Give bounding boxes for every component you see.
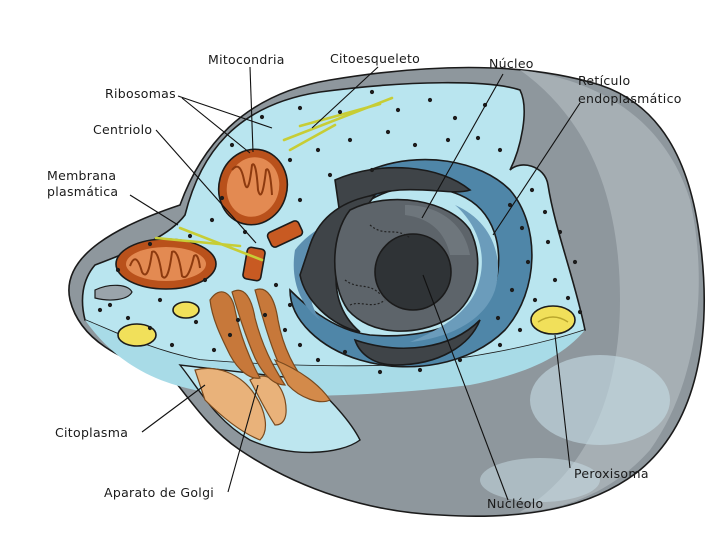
ribosome-dot: [572, 259, 578, 265]
ribosome-dot: [507, 202, 513, 208]
ribosome-dot: [202, 277, 208, 283]
peroxisome-left-2: [117, 323, 157, 347]
ribosome-dot: [525, 259, 531, 265]
ribosome-dot: [475, 135, 481, 141]
ribosome-dot: [115, 267, 121, 273]
peroxisome-left-1: [172, 301, 200, 319]
ribosome-dot: [532, 297, 538, 303]
label-citoesqueleto: Citoesqueleto: [330, 51, 420, 66]
ribosome-dot: [107, 302, 113, 308]
label-nucleolo: Nucléolo: [487, 496, 543, 511]
ribosome-dot: [445, 137, 451, 143]
ribosome-dot: [509, 287, 515, 293]
ribosome-dot: [287, 157, 293, 163]
label-reticulo-line1: Retículo: [578, 73, 631, 88]
ribosome-dot: [347, 137, 353, 143]
ribosomes: [97, 89, 583, 375]
ribosome-dot: [97, 307, 103, 313]
ribosome-dot: [259, 114, 265, 120]
ribosome-dot: [369, 167, 375, 173]
ribosome-dot: [273, 282, 279, 288]
ribosome-dot: [369, 89, 375, 95]
ribosome-dot: [147, 325, 153, 331]
label-citoplasma: Citoplasma: [55, 425, 128, 440]
ribosome-dot: [287, 302, 293, 308]
ribosome-dot: [262, 312, 268, 318]
ribosome-dot: [385, 129, 391, 135]
ribosome-dot: [147, 241, 153, 247]
ribosome-dot: [565, 295, 571, 301]
ribosome-dot: [187, 233, 193, 239]
ribosome-dot: [157, 297, 163, 303]
ribosome-dot: [227, 332, 233, 338]
label-ribosomas: Ribosomas: [105, 86, 176, 101]
ribosome-dot: [545, 239, 551, 245]
ribosome-dot: [193, 319, 199, 325]
ribosome-dot: [235, 317, 241, 323]
ribosome-dot: [452, 115, 458, 121]
ribosome-dot: [125, 315, 131, 321]
ribosome-dot: [427, 97, 433, 103]
ribosome-dot: [315, 357, 321, 363]
ribosome-dot: [457, 357, 463, 363]
ribosome-dot: [297, 342, 303, 348]
ribosome-dot: [297, 105, 303, 111]
ribosome-dot: [497, 147, 503, 153]
ribosome-dot: [211, 347, 217, 353]
ribosome-dot: [327, 172, 333, 178]
label-membrana-line2: plasmática: [47, 184, 118, 199]
vesicle: [94, 284, 133, 301]
nucleus: [299, 166, 481, 366]
ribosome-dot: [412, 142, 418, 148]
nucleolus: [374, 233, 452, 311]
label-reticulo-line2: endoplasmático: [578, 91, 682, 106]
ribosome-dot: [337, 109, 343, 115]
ribosome-dot: [297, 197, 303, 203]
label-mitocondria: Mitocondria: [208, 52, 285, 67]
ribosome-dot: [495, 315, 501, 321]
label-centriolo: Centriolo: [93, 122, 152, 137]
leader-lines: [129, 66, 581, 501]
label-membrana-line1: Membrana: [47, 168, 116, 183]
mitochondrion-top: [217, 148, 289, 226]
ribosome-dot: [209, 217, 215, 223]
label-nucleo: Núcleo: [489, 56, 534, 71]
ribosome-dot: [552, 277, 558, 283]
peroxisome-right: [530, 305, 576, 335]
ribosome-dot: [282, 327, 288, 333]
ribosome-dot: [169, 342, 175, 348]
ribosome-dot: [377, 369, 383, 375]
ribosome-dot: [342, 349, 348, 355]
ribosome-dot: [529, 187, 535, 193]
ribosome-dot: [542, 209, 548, 215]
ribosome-dot: [229, 142, 235, 148]
ribosome-dot: [517, 327, 523, 333]
labels: Mitocondria Citoesqueleto Núcleo Retícul…: [47, 51, 682, 511]
ribosome-dot: [497, 342, 503, 348]
label-golgi: Aparato de Golgi: [104, 485, 214, 500]
label-peroxisoma: Peroxisoma: [574, 466, 649, 481]
cytoskeleton: [154, 96, 394, 262]
mitochondrion-left: [115, 238, 217, 290]
endoplasmic-reticulum: [289, 158, 533, 368]
ribosome-dot: [395, 107, 401, 113]
ribosome-dot: [315, 147, 321, 153]
ribosome-dot: [557, 229, 563, 235]
ribosome-dot: [519, 225, 525, 231]
ribosome-dot: [417, 367, 423, 373]
centriole-1: [266, 220, 304, 248]
ribosome-dot: [219, 195, 225, 201]
ribosome-dot: [577, 309, 583, 315]
